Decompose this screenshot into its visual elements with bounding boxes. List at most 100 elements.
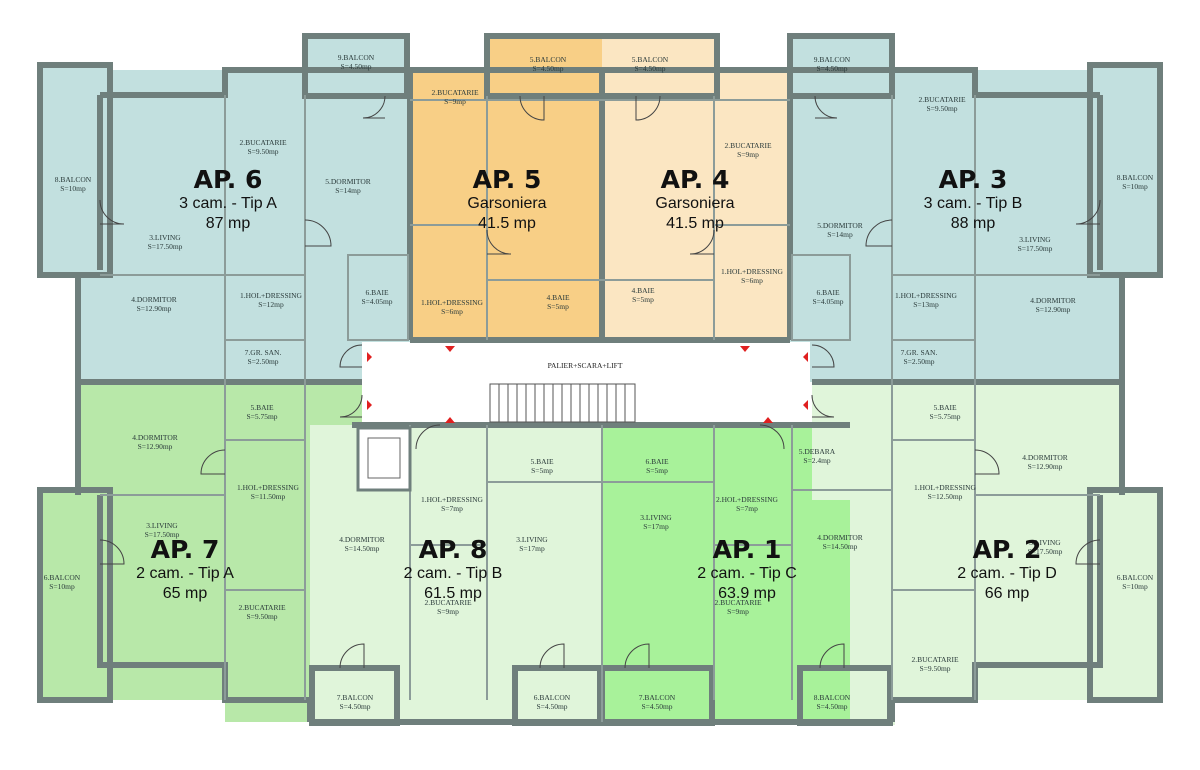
room-name: 3.LIVING <box>1029 538 1061 547</box>
room-name: 2.BUCATARIE <box>911 655 959 664</box>
ap1-fill <box>602 425 792 725</box>
apartment-fills <box>40 36 1160 725</box>
room-area: S=4.50mp <box>340 62 371 71</box>
room-labels: 9.BALCONS=4.50mp8.BALCONS=10mp2.BUCATARI… <box>44 53 1154 711</box>
room-name: 8.BALCON <box>1117 173 1154 182</box>
room-area: S=14mp <box>827 230 853 239</box>
ap3-label: AP. 3 3 cam. - Tip B 88 mp <box>924 165 1023 232</box>
room-name: 5.BAIE <box>250 403 274 412</box>
room-area: S=17.50mp <box>145 530 180 539</box>
room-name: 5.BALCON <box>632 55 669 64</box>
room-area: S=17.50mp <box>1028 547 1063 556</box>
room-area: S=4.50mp <box>339 702 370 711</box>
room-area: S=9.50mp <box>926 104 957 113</box>
room-area: S=9mp <box>727 607 749 616</box>
ap8-area: 61.5 mp <box>424 585 482 602</box>
room-area: S=14.50mp <box>345 544 380 553</box>
room-name: 1.HOL+DRESSING <box>421 298 484 307</box>
room-area: S=12.90mp <box>1028 462 1063 471</box>
room-area: S=6mp <box>741 276 763 285</box>
apartment-labels: AP. 6 3 cam. - Tip A 87 mp AP. 5 Garsoni… <box>136 165 1057 602</box>
room-name: 6.BALCON <box>1117 573 1154 582</box>
room-name: 1.HOL+DRESSING <box>914 483 977 492</box>
room-area: S=5.75mp <box>246 412 277 421</box>
ap2-title: AP. 2 <box>973 535 1042 564</box>
ap7-fill-mid <box>225 382 310 722</box>
room-area: S=12.90mp <box>1036 305 1071 314</box>
room-area: S=17mp <box>519 544 545 553</box>
room-name: 7.GR. SAN. <box>245 348 282 357</box>
stairs <box>489 383 636 423</box>
room-name: 2.BUCATARIE <box>724 141 772 150</box>
room-area: S=10mp <box>1122 582 1148 591</box>
room-name: 6.BAIE <box>645 457 669 466</box>
core-label: PALIER+SCARA+LIFT <box>548 361 623 370</box>
room-name: 1.HOL+DRESSING <box>895 291 958 300</box>
ap6-fill-main <box>78 70 410 382</box>
room-name: 6.BALCON <box>44 573 81 582</box>
room-name: 1.HOL+DRESSING <box>240 291 303 300</box>
room-name: 4.BAIE <box>631 286 655 295</box>
ap4-label: AP. 4 Garsoniera 41.5 mp <box>655 165 734 232</box>
room-area: S=17mp <box>643 522 669 531</box>
room-area: S=9mp <box>437 607 459 616</box>
room-area: S=10mp <box>60 184 86 193</box>
room-name: 4.DORMITOR <box>817 533 863 542</box>
elevator-car <box>367 437 401 479</box>
room-name: 3.LIVING <box>1019 235 1051 244</box>
room-name: 5.DEBARA <box>799 447 836 456</box>
room-name: 4.DORMITOR <box>131 295 177 304</box>
room-name: 8.BALCON <box>814 693 851 702</box>
room-area: S=17.50mp <box>148 242 183 251</box>
room-area: S=10mp <box>1122 182 1148 191</box>
ap1-title: AP. 1 <box>713 535 782 564</box>
room-name: 2.BUCATARIE <box>424 598 472 607</box>
ap2-area: 66 mp <box>985 585 1030 602</box>
room-name: 1.HOL+DRESSING <box>421 495 484 504</box>
ap4-balcony-fill <box>602 36 714 96</box>
room-area: S=12.90mp <box>137 304 172 313</box>
ap4-title: AP. 4 <box>661 165 730 194</box>
ap8-type: 2 cam. - Tip B <box>404 565 503 582</box>
ap1-type: 2 cam. - Tip C <box>697 565 797 582</box>
room-area: S=7mp <box>736 504 758 513</box>
ap4-fill <box>602 70 790 340</box>
room-name: 5.DORMITOR <box>817 221 863 230</box>
ap2-type: 2 cam. - Tip D <box>957 565 1057 582</box>
ap4-area: 41.5 mp <box>666 215 724 232</box>
ap5-type: Garsoniera <box>467 195 546 212</box>
room-area: S=5mp <box>531 466 553 475</box>
room-name: 5.BALCON <box>530 55 567 64</box>
room-area: S=12.50mp <box>928 492 963 501</box>
ap4-type: Garsoniera <box>655 195 734 212</box>
room-name: 5.BAIE <box>933 403 957 412</box>
ap3-balcony-fill <box>790 36 890 96</box>
room-name: 2.BUCATARIE <box>918 95 966 104</box>
room-name: 4.BAIE <box>546 293 570 302</box>
ap3-title: AP. 3 <box>939 165 1008 194</box>
ap2-label: AP. 2 2 cam. - Tip D 66 mp <box>957 535 1057 602</box>
ap6-type: 3 cam. - Tip A <box>179 195 277 212</box>
room-area: S=14mp <box>335 186 361 195</box>
room-area: S=9mp <box>444 97 466 106</box>
room-name: 6.BALCON <box>534 693 571 702</box>
ap5-fill <box>410 70 602 340</box>
room-area: S=4.50mp <box>532 64 563 73</box>
room-name: 4.DORMITOR <box>339 535 385 544</box>
room-area: S=2.4mp <box>803 456 831 465</box>
ap1-area: 63.9 mp <box>718 585 776 602</box>
room-area: S=10mp <box>49 582 75 591</box>
room-area: S=5mp <box>646 466 668 475</box>
room-name: 9.BALCON <box>814 55 851 64</box>
room-area: S=4.50mp <box>634 64 665 73</box>
room-name: 7.BALCON <box>337 693 374 702</box>
ap3-type: 3 cam. - Tip B <box>924 195 1023 212</box>
room-name: 1.HOL+DRESSING <box>721 267 784 276</box>
ap6-label: AP. 6 3 cam. - Tip A 87 mp <box>179 165 277 232</box>
room-area: S=4.50mp <box>816 64 847 73</box>
room-area: S=9.50mp <box>919 664 950 673</box>
ap1-label: AP. 1 2 cam. - Tip C 63.9 mp <box>697 535 797 602</box>
door-swings <box>99 95 1101 669</box>
ap8-title: AP. 8 <box>419 535 488 564</box>
room-area: S=9.50mp <box>246 612 277 621</box>
